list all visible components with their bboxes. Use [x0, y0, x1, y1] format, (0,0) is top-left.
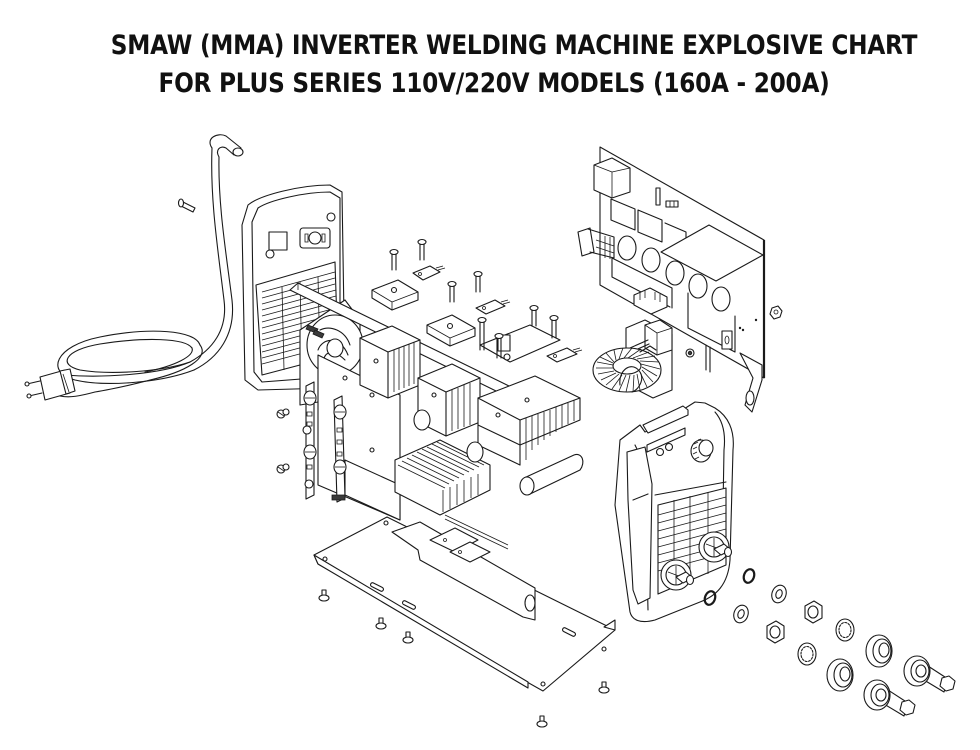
- mounting-bolts: [390, 240, 558, 359]
- base-plate: [314, 517, 615, 691]
- base-screws: [319, 590, 609, 727]
- pcb-mounting-nut: [770, 306, 782, 319]
- toroidal-inductor: [593, 346, 661, 392]
- control-knob: [691, 439, 713, 462]
- output-sockets: [661, 532, 732, 590]
- capacitor-cylinder: [520, 454, 583, 495]
- diagram-title-line-2: FOR PLUS SERIES 110V/220V MODELS (160A -…: [158, 68, 830, 99]
- hex-nuts: [767, 601, 822, 643]
- rear-pin: [179, 199, 196, 212]
- pcb-small-nut: [686, 349, 694, 357]
- flat-washers: [731, 583, 788, 625]
- front-panel: [615, 402, 733, 622]
- diagram-title-line-1: SMAW (MMA) INVERTER WELDING MACHINE EXPL…: [110, 30, 918, 61]
- heatsinks: [360, 326, 580, 515]
- dinse-connectors: [864, 656, 955, 716]
- control-pcb: [578, 147, 764, 412]
- o-rings: [703, 568, 756, 607]
- power-cord-with-plug: [25, 135, 243, 400]
- terminal-strips: [303, 382, 346, 502]
- rectifier-bridges: [372, 280, 475, 346]
- connecting-wires: [445, 515, 508, 549]
- fan-mounting-screws: [306, 325, 324, 338]
- socket-insulators: [827, 635, 892, 691]
- side-screws: [277, 409, 289, 473]
- lock-washers: [798, 619, 854, 665]
